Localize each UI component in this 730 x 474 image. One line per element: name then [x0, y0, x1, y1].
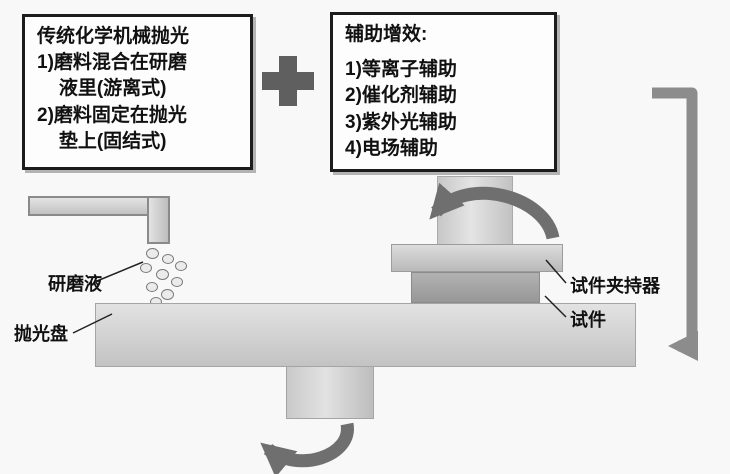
platen-rotation-arrow	[260, 422, 354, 474]
specimen-holder	[391, 244, 563, 272]
traditional-cmp-line: 垫上(固结式)	[58, 130, 167, 152]
traditional-cmp-title: 传统化学机械抛光	[37, 26, 190, 47]
droplet	[161, 289, 174, 300]
traditional-cmp-line: 液里(游离式)	[58, 78, 167, 100]
platen-label: 抛光盘	[14, 324, 68, 344]
plus-icon	[262, 56, 314, 106]
specimen-label: 试件	[570, 310, 606, 330]
droplet	[162, 254, 174, 264]
polishing-platen	[95, 303, 636, 367]
auxiliary-line: 3)紫外光辅助	[345, 111, 457, 133]
auxiliary-enhancement-box: 辅助增效: 1)等离子辅助 2)催化剂辅助 3)紫外光辅助 4)电场辅助	[330, 12, 557, 172]
traditional-cmp-line: 1)磨料混合在研磨	[37, 52, 187, 74]
plus-horizontal-bar	[262, 72, 314, 90]
specimen-block	[411, 272, 540, 303]
carrier-shaft	[437, 176, 513, 246]
holder-label: 试件夹持器	[570, 276, 660, 296]
droplet	[175, 261, 187, 271]
droplet	[146, 248, 159, 259]
auxiliary-line: 1)等离子辅助	[345, 59, 457, 81]
droplet	[171, 277, 183, 287]
droplet	[140, 263, 152, 273]
auxiliary-line: 4)电场辅助	[345, 137, 438, 159]
process-flow-arrow	[652, 87, 698, 361]
droplet	[156, 269, 169, 280]
auxiliary-line: 2)催化剂辅助	[345, 85, 457, 107]
traditional-cmp-box: 传统化学机械抛光 1)磨料混合在研磨 液里(游离式) 2)磨料固定在抛光 垫上(…	[22, 14, 253, 170]
slurry-droplets	[136, 244, 192, 308]
droplet	[146, 282, 158, 292]
slurry-label: 研磨液	[48, 274, 102, 294]
slurry-nozzle-outlet	[147, 198, 170, 244]
platen-shaft	[286, 367, 374, 419]
traditional-cmp-line: 2)磨料固定在抛光	[37, 104, 187, 126]
auxiliary-title: 辅助增效:	[345, 24, 428, 45]
